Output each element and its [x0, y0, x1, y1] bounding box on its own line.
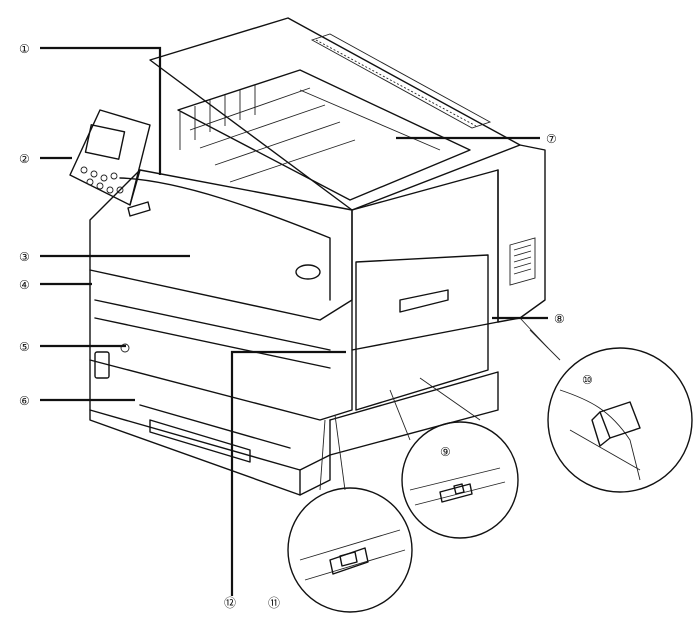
callout-6: ⑥ — [19, 394, 30, 408]
mp-tray-door — [355, 254, 489, 411]
callout-8: ⑧ — [554, 312, 565, 326]
panel-display — [84, 124, 126, 160]
detail-circle-11 — [287, 487, 413, 613]
right-vent — [509, 237, 536, 286]
top-vent — [310, 33, 492, 129]
callout-10: ⑩ — [582, 373, 593, 387]
callout-12: ⑫ — [224, 596, 236, 610]
callout-9: ⑨ — [440, 445, 451, 459]
output-tray — [177, 69, 471, 201]
printer-body — [69, 17, 546, 496]
leader-lines — [40, 46, 548, 596]
front-cover-handle — [295, 264, 321, 280]
detail-circle-9 — [401, 421, 519, 539]
callout-7: ⑦ — [546, 132, 557, 146]
callout-5: ⑤ — [19, 340, 30, 354]
power-switch — [94, 351, 110, 379]
callout-2: ② — [19, 152, 30, 166]
callout-3: ③ — [19, 250, 30, 264]
callout-4: ④ — [19, 278, 30, 292]
detail-circle-10 — [547, 347, 693, 493]
callout-1: ① — [19, 42, 30, 56]
operator-panel — [69, 109, 151, 206]
callout-11: ⑪ — [268, 596, 280, 610]
power-button-icon — [120, 343, 130, 353]
callout-labels: ① ② ③ ④ ⑤ ⑥ ⑦ ⑧ ⑨ ⑩ ⑪ ⑫ — [19, 42, 593, 610]
